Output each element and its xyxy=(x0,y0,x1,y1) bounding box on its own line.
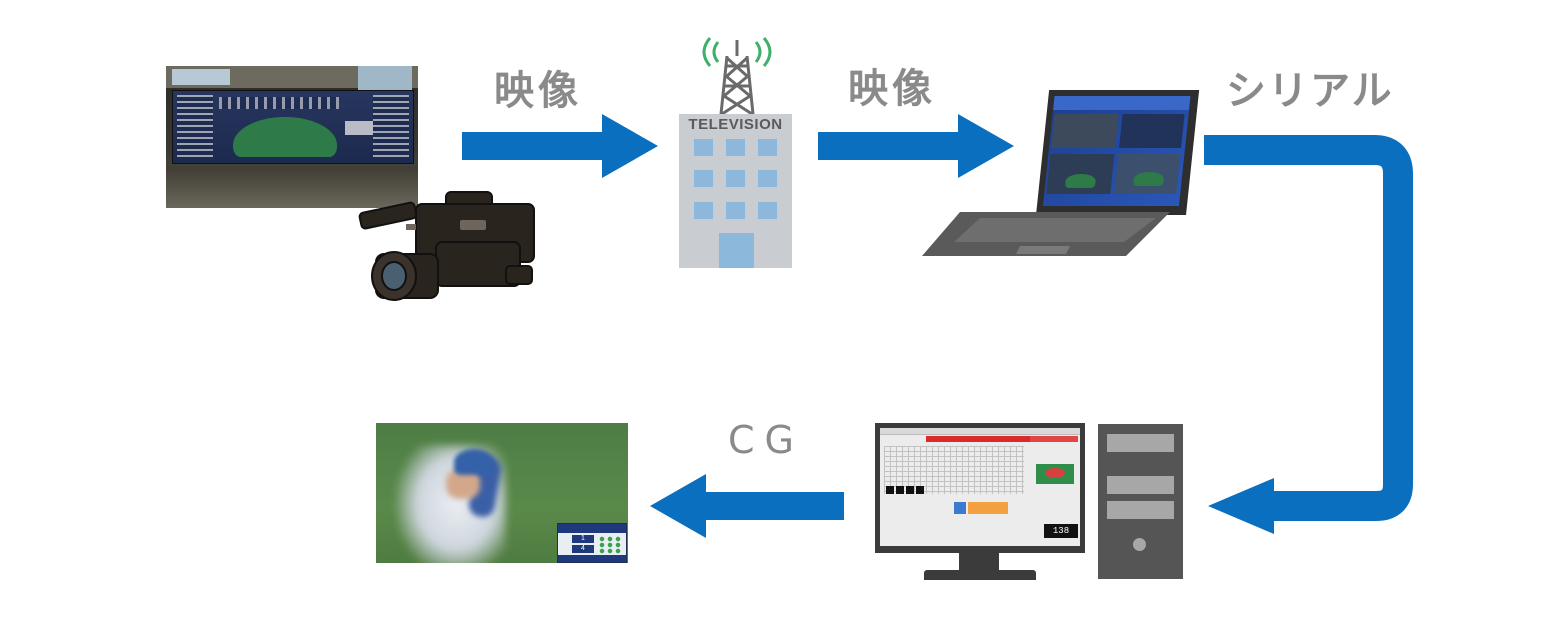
monitor-red-bar xyxy=(926,436,1030,442)
score-overlay-header xyxy=(558,524,626,533)
laptop-window-bar xyxy=(1053,96,1191,110)
scoreboard-lineup-right xyxy=(373,95,409,157)
pitcher-cap xyxy=(454,449,494,475)
building-window xyxy=(726,170,745,187)
laptop-field xyxy=(1133,172,1165,186)
laptop-screen xyxy=(1036,90,1200,215)
pc-drive-bay xyxy=(1107,476,1174,494)
scoreboard-photo xyxy=(166,66,418,208)
monitor-cell xyxy=(916,486,924,494)
building-window xyxy=(758,202,777,219)
monitor-field-marker xyxy=(1045,468,1065,478)
building-window xyxy=(758,170,777,187)
scoreboard-panel xyxy=(172,90,414,164)
pc-drive-bay xyxy=(1107,501,1174,519)
monitor-base xyxy=(924,570,1036,580)
video-camera-icon xyxy=(358,191,535,301)
scoreboard-ad xyxy=(172,69,230,85)
building-window xyxy=(726,139,745,156)
monitor-cell xyxy=(906,486,914,494)
count-indicator xyxy=(598,536,622,554)
label-cg: CG xyxy=(728,418,804,462)
building-window xyxy=(694,170,713,187)
stadium-stands xyxy=(166,166,418,208)
desktop-monitor-icon: 138 xyxy=(875,423,1085,553)
laptop-video-pane xyxy=(1119,114,1185,148)
monitor-blue-cell xyxy=(954,502,966,514)
arrow-video-2 xyxy=(818,114,1014,178)
pc-power-button xyxy=(1133,538,1146,551)
monitor-orange-cell xyxy=(968,502,1008,514)
building-door xyxy=(719,233,754,268)
score-overlay: 1 4 xyxy=(557,523,627,563)
arrow-video-1 xyxy=(462,114,658,178)
station-sign: TELEVISION xyxy=(688,116,783,133)
broadcast-frame-photo: 1 4 xyxy=(376,423,628,563)
scoreboard-innings xyxy=(219,97,339,109)
scoreboard-lineup-left xyxy=(177,95,213,157)
tv-station-building-icon: TELEVISION xyxy=(679,114,792,268)
score-overlay-row-1: 1 xyxy=(572,535,594,543)
laptop-video-pane xyxy=(1051,114,1119,148)
arrow-serial xyxy=(1204,135,1413,534)
score-overlay-footer xyxy=(558,555,626,562)
scoreboard-ad-right xyxy=(358,66,412,90)
laptop-display xyxy=(1042,96,1191,206)
label-serial: シリアル xyxy=(1226,68,1394,114)
building-window xyxy=(694,139,713,156)
building-window xyxy=(694,202,713,219)
pc-drive-bay xyxy=(1107,434,1174,452)
monitor-red-bar xyxy=(1030,436,1078,442)
monitor-screen: 138 xyxy=(880,428,1080,546)
monitor-readout: 138 xyxy=(1044,524,1078,538)
monitor-neck xyxy=(959,553,999,571)
label-video-1: 映像 xyxy=(494,68,582,114)
monitor-cell xyxy=(886,486,894,494)
pc-tower-icon xyxy=(1098,424,1183,579)
laptop-icon xyxy=(922,212,1170,256)
building-window xyxy=(758,139,777,156)
monitor-cell xyxy=(896,486,904,494)
scoreboard-speed xyxy=(345,121,373,135)
arrow-cg xyxy=(650,474,844,538)
building-window xyxy=(726,202,745,219)
score-overlay-row-2: 4 xyxy=(572,545,594,553)
monitor-menubar xyxy=(880,428,1080,435)
laptop-field xyxy=(1064,174,1097,188)
label-video-2: 映像 xyxy=(848,66,936,112)
monitor-data-grid xyxy=(884,446,1024,494)
scoreboard-field xyxy=(233,117,337,157)
broadcast-tower-icon xyxy=(702,37,772,116)
